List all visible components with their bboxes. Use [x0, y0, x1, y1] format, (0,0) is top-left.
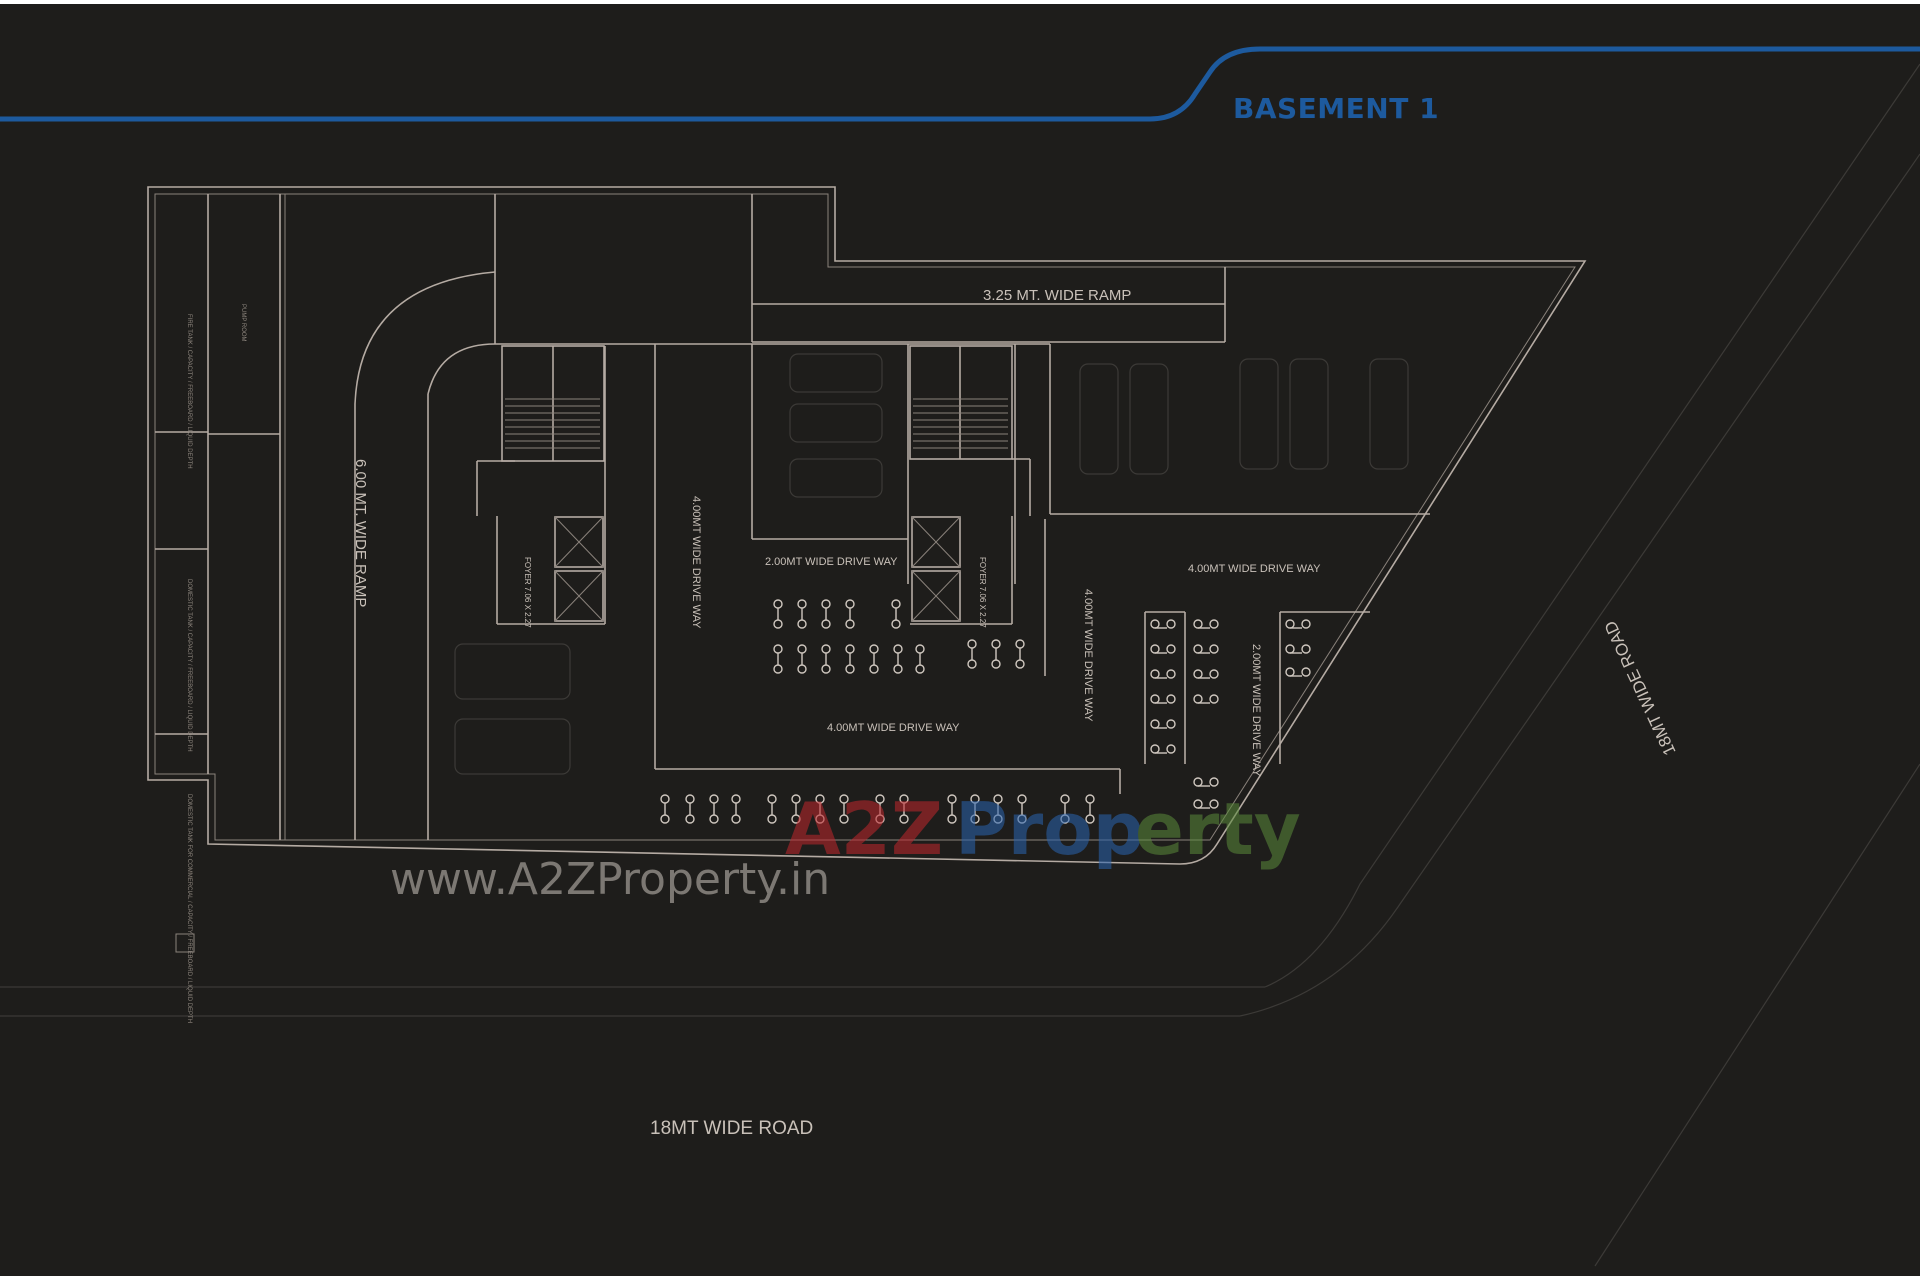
floor-plan-drawing: BASEMENT 1 PUMP ROOM FIRE TANK / CAPACIT… [0, 46, 1920, 1267]
ramp-325 [751, 194, 1226, 343]
road-bottom-label: 18MT WIDE ROAD [650, 1118, 813, 1139]
fire-tank-label: FIRE TANK / CAPACITY / FREEBOARD / LIQUI… [186, 314, 192, 469]
stair-core-right [909, 345, 1031, 625]
symbol-box [175, 933, 195, 953]
watermark-url: www.A2ZProperty.in [390, 854, 830, 905]
two-wheeler-parking [660, 599, 1311, 824]
foyer-right-label: FOYER 7.06 X 2.27 [978, 557, 987, 628]
service-strip [155, 194, 286, 840]
pump-room-label: PUMP ROOM [240, 304, 246, 342]
stair-core-left [476, 345, 606, 625]
drive-400-right-top-label: 4.00MT WIDE DRIVE WAY [1188, 563, 1321, 575]
svg-text:A2Z: A2Z [785, 787, 943, 871]
watermark-logo: A2Z Prop erty [785, 787, 1301, 871]
drive-400-bottom-label: 4.00MT WIDE DRIVE WAY [827, 722, 960, 734]
svg-text:erty: erty [1135, 787, 1301, 871]
road-right-label: 18MT WIDE ROAD [1601, 618, 1680, 758]
ramp-325-label: 3.25 MT. WIDE RAMP [983, 287, 1131, 304]
drive-200-right-label: 2.00MT WIDE DRIVE WAY [1250, 644, 1262, 777]
drive-200-top-label: 2.00MT WIDE DRIVE WAY [765, 556, 898, 568]
plan-title: BASEMENT 1 [1233, 92, 1439, 125]
floor-plan-sheet: BASEMENT 1 PUMP ROOM FIRE TANK / CAPACIT… [0, 4, 1920, 1276]
foyer-left-label: FOYER 7.06 X 2.27 [523, 557, 532, 628]
inner-walls [495, 343, 1430, 794]
svg-text:Prop: Prop [955, 787, 1144, 871]
road-edges [0, 63, 1920, 1267]
header-accent-line [0, 46, 1920, 122]
stair-treads-right [913, 398, 1008, 449]
drive-400-right-vertical-label: 4.00MT WIDE DRIVE WAY [1082, 589, 1094, 722]
ramp-600 [354, 194, 496, 840]
car-outlines [454, 353, 1409, 775]
domestic-tank-label: DOMESTIC TANK / CAPACITY / FREEBOARD / L… [186, 579, 192, 752]
domestic-tank-commercial-label: DOMESTIC TANK FOR COMMERCIAL / CAPACITY … [186, 794, 192, 1023]
stair-treads-left [505, 398, 600, 449]
ramp-600-label: 6.00 MT. WIDE RAMP [352, 459, 369, 607]
building-outline [147, 186, 1587, 865]
drive-400-vertical-label: 4.00MT WIDE DRIVE WAY [690, 496, 702, 629]
